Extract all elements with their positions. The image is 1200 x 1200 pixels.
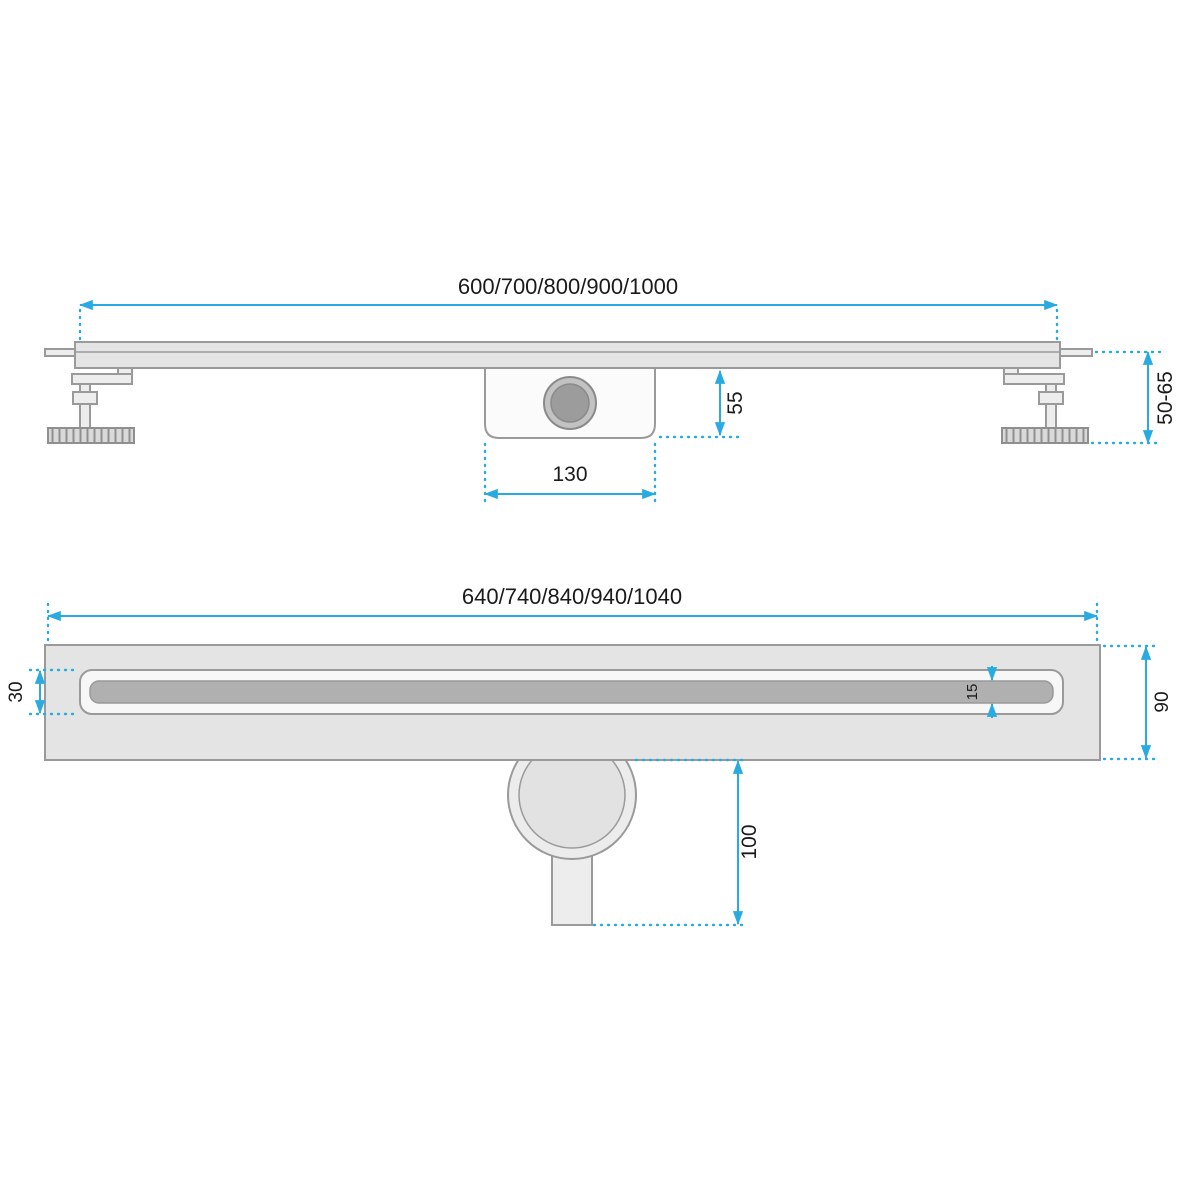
dim-channel-width: 30: [6, 668, 80, 716]
dim-flange-width: 90: [1102, 644, 1173, 761]
outlet-disk-inner: [550, 383, 590, 423]
leveling-foot-left: [47, 367, 135, 444]
dim-label-plan-length: 640/740/840/940/1040: [462, 584, 682, 609]
dim-label-channel-width: 30: [6, 681, 27, 702]
side-view: 600/700/800/900/1000 55: [44, 274, 1177, 504]
dim-trap-width: 130: [483, 442, 657, 504]
foot-nut: [72, 391, 98, 405]
dim-plan-length: 640/740/840/940/1040: [46, 584, 1099, 645]
dim-outlet-drop: 100: [592, 758, 761, 927]
channel-body-side: [74, 341, 1061, 369]
foot-knurled-base: [47, 427, 135, 444]
grate-slot: [89, 680, 1054, 704]
leveling-foot-right: [1001, 367, 1089, 444]
dim-label-slot-width: 15: [964, 684, 981, 701]
dim-label-trap-height: 55: [724, 391, 747, 414]
plan-view: 640/740/840/940/1040 30 15 90: [6, 584, 1173, 927]
foot-threaded-rod: [79, 381, 91, 431]
dim-side-length: 600/700/800/900/1000: [78, 274, 1059, 342]
dim-slot-width: 15: [964, 666, 998, 718]
dim-trap-height: 55: [658, 369, 747, 439]
dim-label-side-length: 600/700/800/900/1000: [458, 274, 678, 299]
foot-bracket-plate: [71, 373, 133, 385]
dim-adjustable-height: 50-65: [1090, 350, 1177, 445]
dim-label-flange-width: 90: [1152, 691, 1173, 712]
dim-label-trap-width: 130: [552, 463, 587, 486]
dim-label-outlet-drop: 100: [738, 824, 761, 859]
dim-label-adjustable-height: 50-65: [1154, 371, 1177, 425]
